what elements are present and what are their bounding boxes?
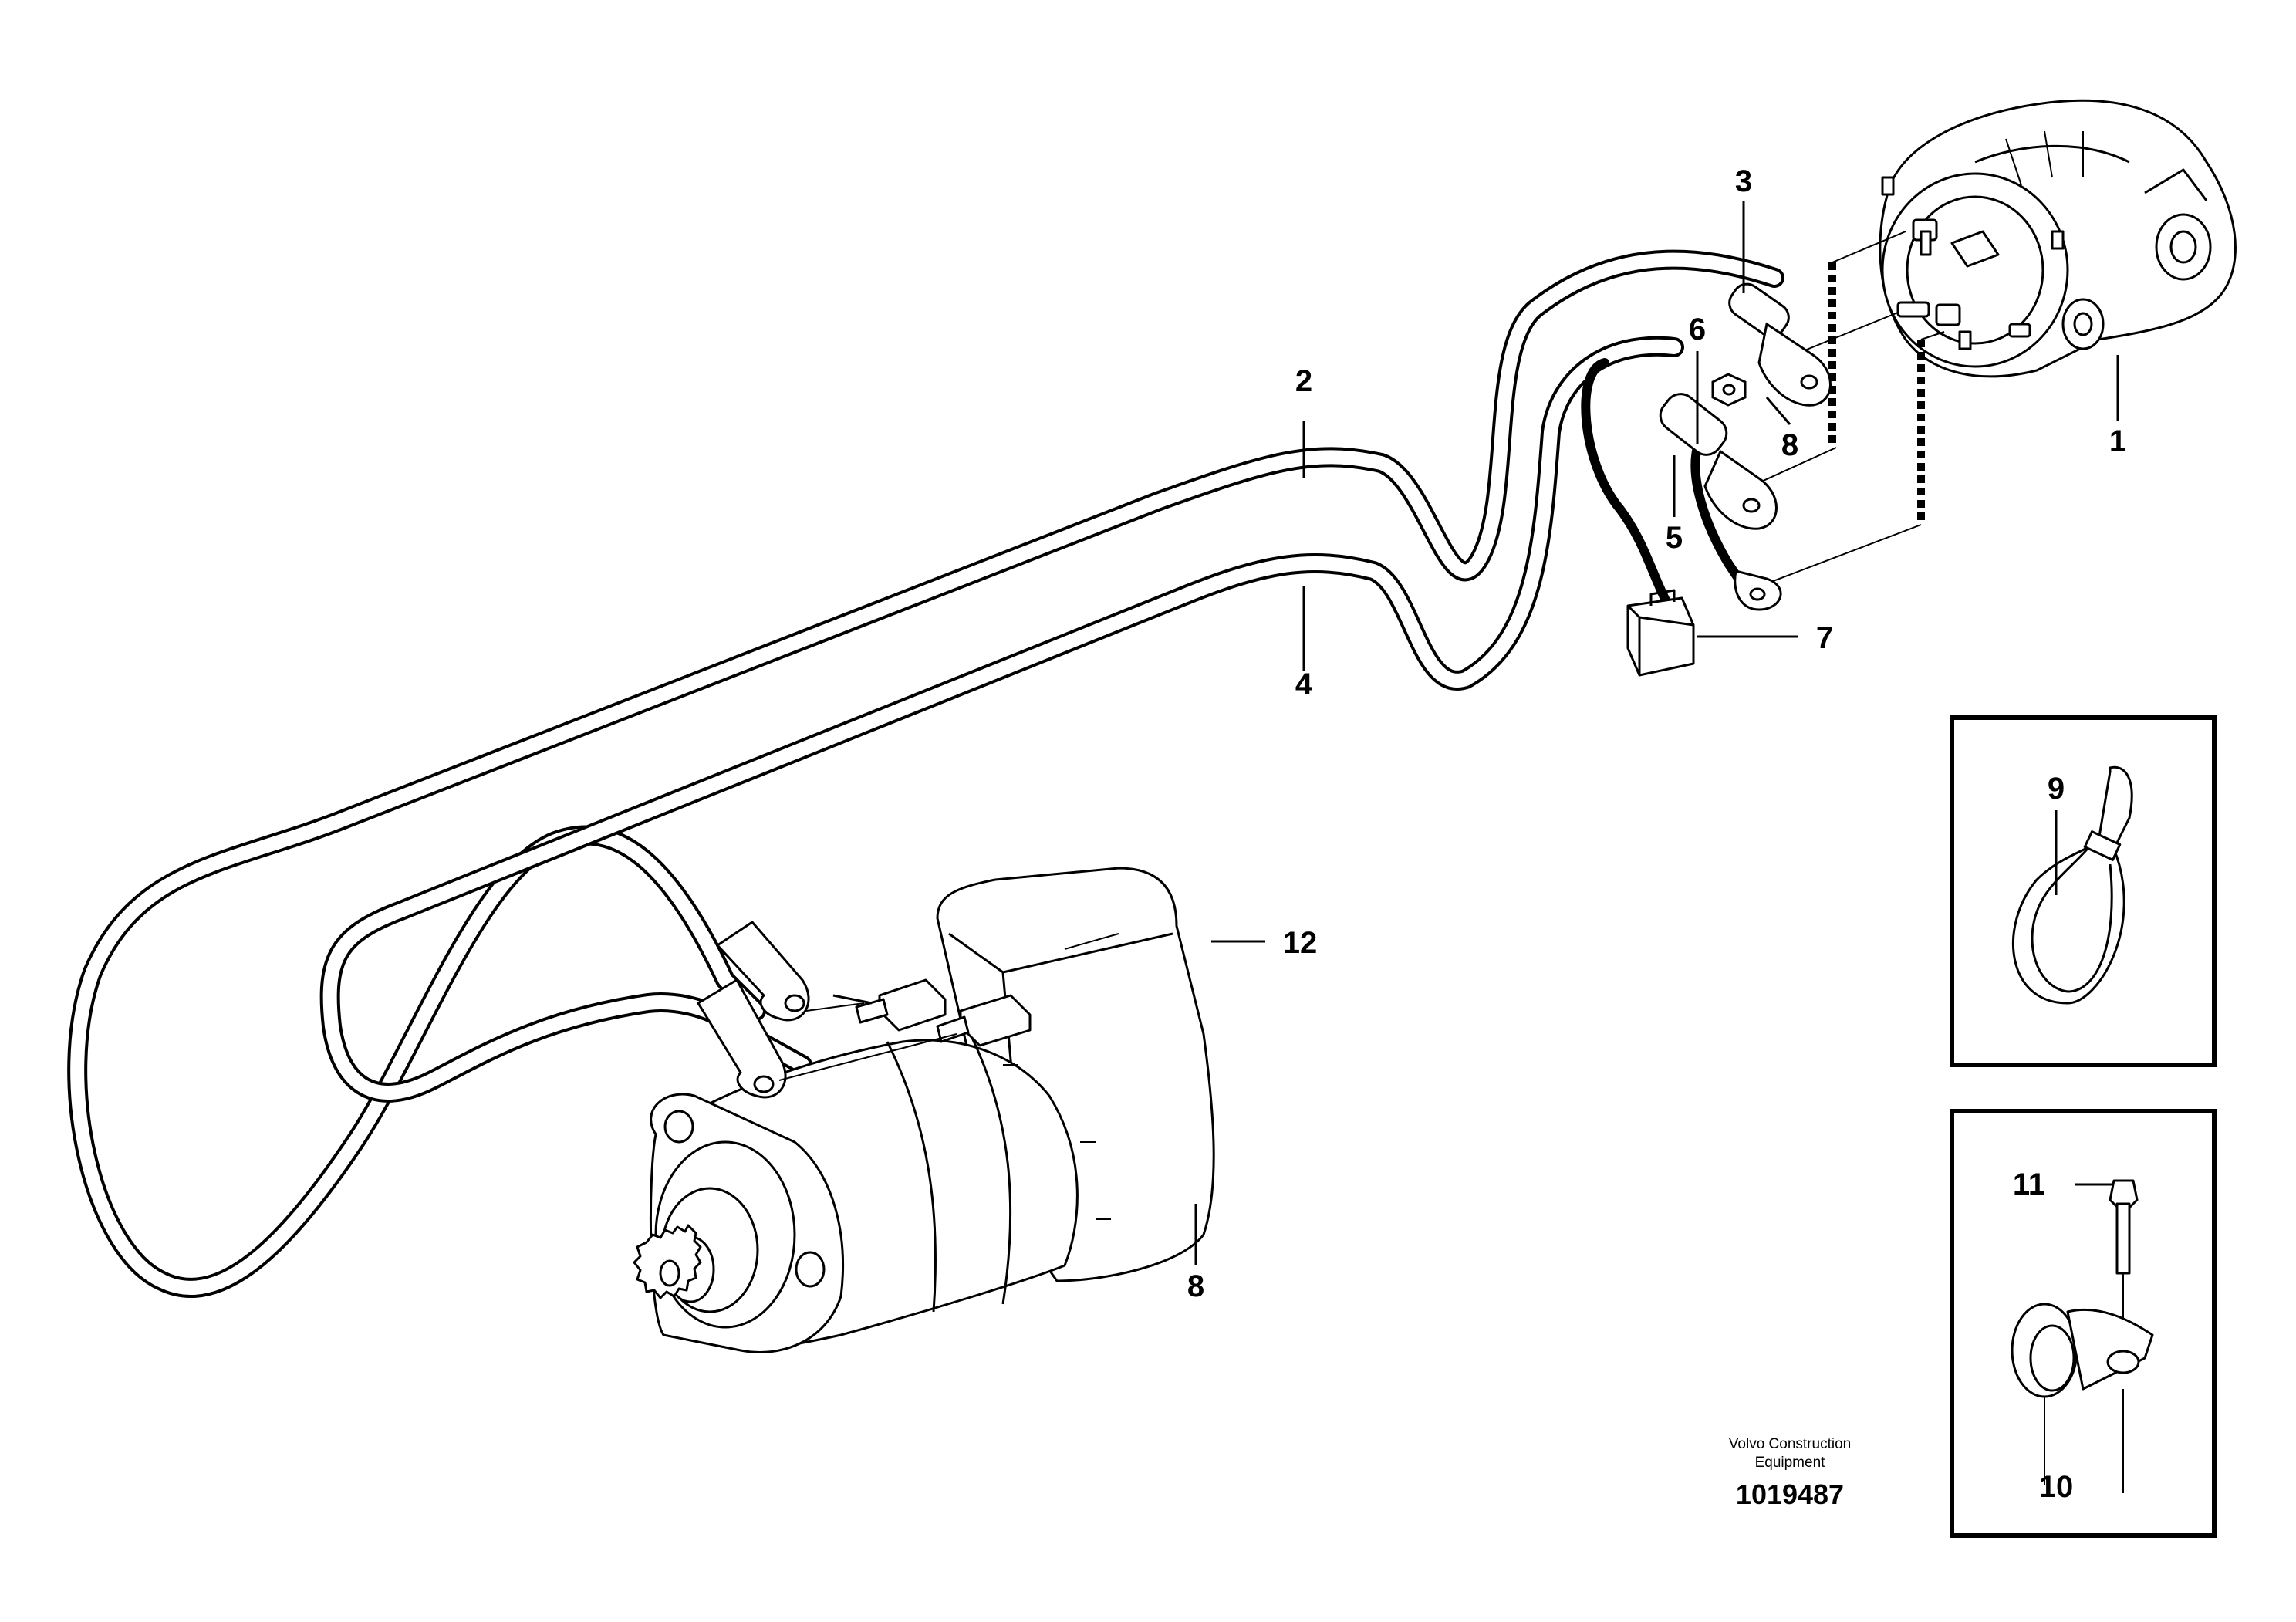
company-name-line1: Volvo Construction: [1728, 1436, 1852, 1452]
callout-6: 6: [1689, 313, 1706, 346]
detail-box-cable-tie: [1950, 715, 2217, 1067]
leader-lines: [1194, 201, 2119, 1265]
cable-terminal-3: [1728, 282, 1832, 407]
drawing-number: 1019487: [1735, 1478, 1845, 1510]
callout-10: 10: [2039, 1470, 2074, 1504]
starter-cable-lugs: [696, 921, 957, 1099]
callout-11: 11: [2013, 1168, 2045, 1201]
callout-5: 5: [1666, 521, 1683, 555]
company-name-line2: Equipment: [1754, 1455, 1825, 1471]
callout-7: 7: [1816, 621, 1833, 655]
callout-3: 3: [1735, 164, 1752, 198]
callout-1: 1: [2109, 424, 2126, 458]
callout-4: 4: [1295, 667, 1313, 701]
detail-box-cable-clamp: [1950, 1109, 2217, 1538]
nut-8a: [1711, 373, 1747, 407]
wire-5: [1690, 443, 1748, 591]
cable-tie: [2011, 765, 2133, 1005]
ring-terminal-5: [1734, 569, 1782, 611]
wire-7: [1581, 358, 1671, 607]
callout-2: 2: [1295, 364, 1312, 398]
callout-8-nut: 8: [1781, 428, 1798, 462]
connector-7: [1626, 589, 1695, 677]
cable-2: [67, 249, 1784, 1298]
drawing-credit: Volvo Construction Equipment 1019487: [1674, 1435, 1906, 1511]
cable-terminal-6: [1659, 393, 1778, 530]
callout-12: 12: [1283, 926, 1318, 960]
alternator: [1879, 99, 2237, 378]
cable-clamp: [2011, 1179, 2154, 1493]
cable-4: [319, 336, 1684, 1103]
starter-motor: [633, 867, 1215, 1353]
callout-9: 9: [2048, 772, 2065, 806]
callouts: 1 2 3 4 5 6 7 8 8 9 10 11 12: [1187, 164, 2126, 1504]
callout-8-starter: 8: [1187, 1269, 1204, 1303]
